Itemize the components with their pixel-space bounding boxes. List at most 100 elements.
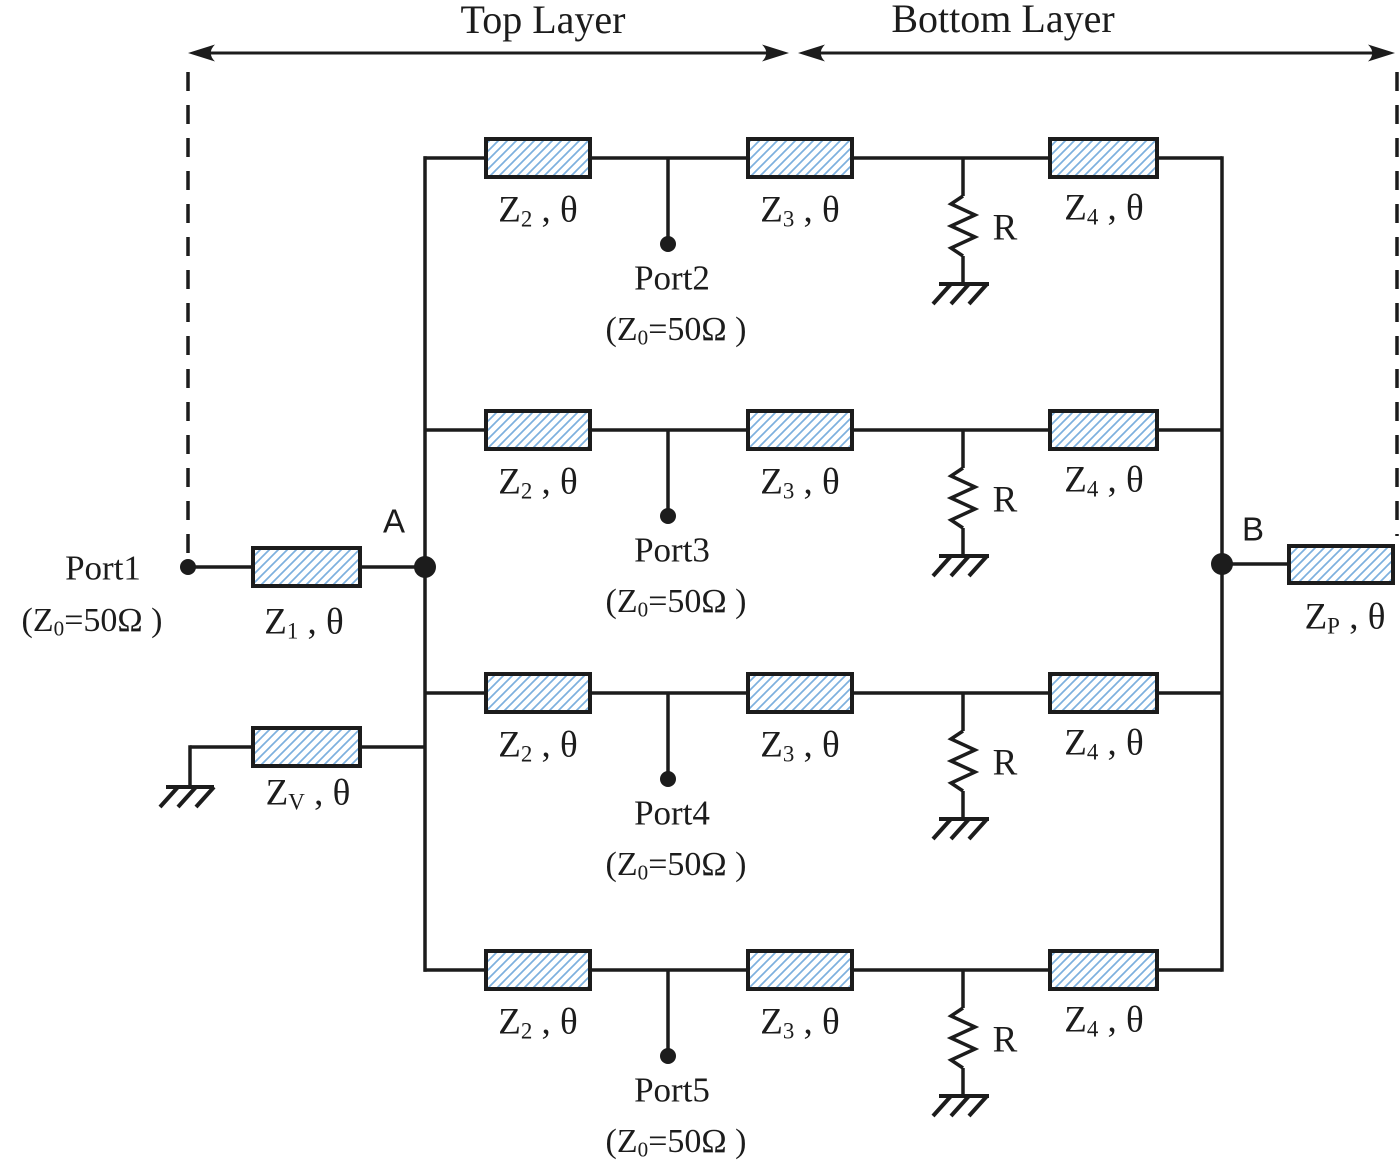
port3-z0-prefix: (Z — [605, 583, 638, 620]
row1-resistor-zigzag — [946, 194, 980, 258]
z1-suffix: , θ — [298, 601, 344, 643]
zv-sub: V — [288, 789, 305, 815]
row2-z3-sub: 3 — [782, 478, 795, 504]
row4-z2-base: Z — [498, 1001, 521, 1043]
row1-z4-label: Z4 , θ — [1064, 187, 1144, 230]
row1-z4-base: Z — [1064, 187, 1087, 229]
port2-z0-suffix: =50Ω ) — [648, 311, 747, 348]
row4-resistor-zigzag — [946, 1006, 980, 1070]
node-a-dot — [414, 556, 436, 578]
port5-impedance-label: (Z0=50Ω ) — [605, 1123, 747, 1161]
row3-z2-element-box — [484, 672, 592, 714]
port5-z0-prefix: (Z — [605, 1123, 638, 1160]
port5-z0-suffix: =50Ω ) — [648, 1123, 747, 1160]
zv-base: Z — [265, 772, 289, 814]
row1-z2-base: Z — [498, 189, 521, 231]
port3-impedance-label: (Z0=50Ω ) — [605, 583, 747, 622]
row4-z2-suffix: , θ — [532, 1001, 578, 1043]
row3-z2-sub: 2 — [520, 741, 533, 767]
row2-z2-base: Z — [498, 461, 521, 503]
row1-z2-sub: 2 — [520, 206, 533, 232]
port2-z0-sub: 0 — [637, 325, 649, 350]
row4-z3-element-box — [746, 949, 854, 991]
row4-z4-label: Z4 , θ — [1064, 999, 1144, 1041]
row3-z4-label: Z4 , θ — [1064, 722, 1144, 765]
output-branch — [1211, 544, 1395, 585]
row2-z4-suffix: , θ — [1098, 459, 1144, 501]
row4-z2-label: Z2 , θ — [498, 1001, 578, 1043]
port1-terminal-dot — [180, 559, 196, 575]
row3-z2-base: Z — [498, 724, 521, 766]
z1-label: Z1 , θ — [264, 601, 344, 644]
row2-z4-label: Z4 , θ — [1064, 459, 1144, 502]
port1-z0-prefix: (Z — [21, 602, 54, 639]
zp-label: ZP , θ — [1304, 596, 1386, 638]
row1-z3-sub: 3 — [782, 206, 795, 232]
row1-z4-sub: 4 — [1086, 204, 1099, 230]
row1-resistor-label: R — [992, 207, 1018, 249]
node-b-dot — [1211, 553, 1233, 575]
arrowhead-icon — [762, 44, 789, 62]
row1-z2-element-box — [484, 137, 592, 179]
z1-base: Z — [264, 601, 287, 643]
row1-z4-suffix: , θ — [1098, 187, 1144, 229]
row1-z3-element-box — [746, 137, 854, 179]
row2-z3-base: Z — [760, 461, 783, 503]
node-b-label: B — [1241, 510, 1265, 548]
row3-z3-suffix: , θ — [794, 724, 840, 766]
row2-z2-suffix: , θ — [532, 461, 578, 503]
arrowhead-icon — [798, 44, 825, 62]
row3-z3-base: Z — [760, 724, 783, 766]
row1-z2-suffix: , θ — [532, 189, 578, 231]
branch-row-2 — [423, 409, 1222, 578]
row2-z4-sub: 4 — [1086, 476, 1099, 502]
port4-z0-suffix: =50Ω ) — [648, 846, 747, 883]
port4-z0-prefix: (Z — [605, 846, 638, 883]
row2-ground-symbol — [931, 554, 989, 578]
row2-z4-element-box — [1048, 409, 1159, 451]
row1-z2-label: Z2 , θ — [498, 189, 578, 232]
zv-element-box — [251, 726, 362, 768]
port3-z0-suffix: =50Ω ) — [648, 583, 747, 620]
row2-resistor-label: R — [992, 479, 1018, 521]
row2-z3-suffix: , θ — [794, 461, 840, 503]
port5-label: Port5 — [634, 1070, 710, 1110]
zv-branch — [158, 726, 425, 809]
row3-z2-suffix: , θ — [532, 724, 578, 766]
zp-suffix: , θ — [1339, 596, 1386, 638]
zp-base: Z — [1304, 596, 1328, 638]
row3-z4-element-box — [1048, 672, 1159, 714]
zv-label: ZV , θ — [265, 772, 351, 815]
port3-z0-sub: 0 — [637, 597, 649, 622]
row2-z2-sub: 2 — [520, 478, 533, 504]
row3-z3-element-box — [746, 672, 854, 714]
z1-sub: 1 — [286, 618, 299, 644]
row4-z3-base: Z — [760, 1001, 783, 1043]
row3-z4-suffix: , θ — [1098, 722, 1144, 764]
row1-z3-label: Z3 , θ — [760, 192, 840, 232]
branch-row-1 — [423, 137, 1222, 306]
row4-z3-suffix: , θ — [794, 1001, 840, 1043]
port4-terminal-dot — [660, 771, 676, 787]
row1-z4-element-box — [1048, 137, 1159, 179]
input-branch — [180, 546, 436, 588]
row2-z2-label: Z2 , θ — [498, 461, 578, 504]
row2-z3-element-box — [746, 409, 854, 451]
branch-row-3 — [423, 672, 1222, 841]
row4-resistor-label: R — [992, 1019, 1018, 1061]
row3-z4-sub: 4 — [1086, 739, 1099, 765]
row2-z3-label: Z3 , θ — [760, 461, 840, 504]
row4-z4-base: Z — [1064, 999, 1087, 1041]
port3-label: Port3 — [634, 530, 710, 570]
layer-span-arrows — [188, 44, 1395, 62]
port1-z0-sub: 0 — [53, 616, 65, 641]
port2-terminal-dot — [660, 236, 676, 252]
zp-element-box — [1287, 544, 1395, 585]
row3-z3-label: Z3 , θ — [760, 724, 840, 766]
zv-ground-symbol — [158, 785, 216, 809]
port4-z0-sub: 0 — [637, 860, 649, 885]
row2-resistor-zigzag — [946, 466, 980, 530]
row4-z3-label: Z3 , θ — [760, 1001, 840, 1043]
row3-ground-symbol — [931, 817, 989, 841]
